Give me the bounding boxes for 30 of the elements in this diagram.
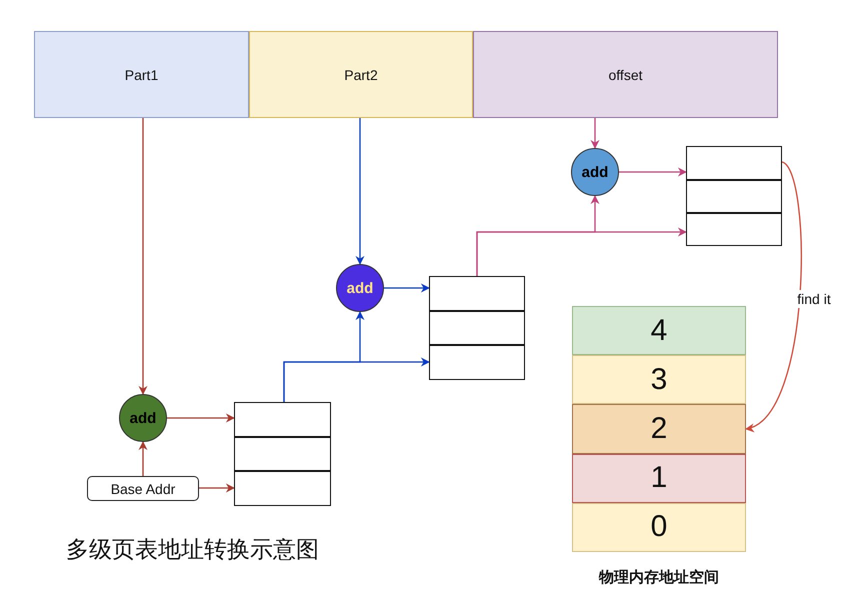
adder-circle: add [336, 264, 384, 312]
memory-block: 0 [572, 502, 746, 552]
table-entry [686, 180, 782, 213]
base-address-box: Base Addr [87, 476, 199, 501]
arrow [619, 168, 687, 176]
memory-column [572, 306, 746, 552]
memory-caption: 物理内存地址空间 [598, 568, 720, 587]
arrow [384, 284, 430, 292]
adder-circle: add [119, 394, 167, 442]
arrow [745, 162, 802, 430]
arrow [199, 484, 235, 492]
memory-block: 1 [572, 454, 746, 503]
table-entry [429, 311, 525, 345]
diagram-caption: 多级页表地址转换示意图 [66, 536, 319, 565]
field-box: Part2 [249, 31, 473, 118]
memory-block: 4 [572, 306, 746, 356]
arrow [476, 228, 687, 276]
adder-circle: add [571, 148, 619, 196]
arrow [283, 358, 430, 402]
field-box: Part1 [34, 31, 249, 118]
arrow [138, 118, 148, 395]
memory-block: 2 [572, 404, 746, 454]
arrow [167, 414, 235, 422]
field-box: offset [473, 31, 778, 118]
arrow [138, 441, 148, 476]
edge-label: find it [795, 290, 833, 308]
memory-block: 3 [572, 355, 746, 404]
arrow [356, 118, 364, 265]
table-entry [234, 437, 331, 471]
arrow [590, 118, 600, 149]
